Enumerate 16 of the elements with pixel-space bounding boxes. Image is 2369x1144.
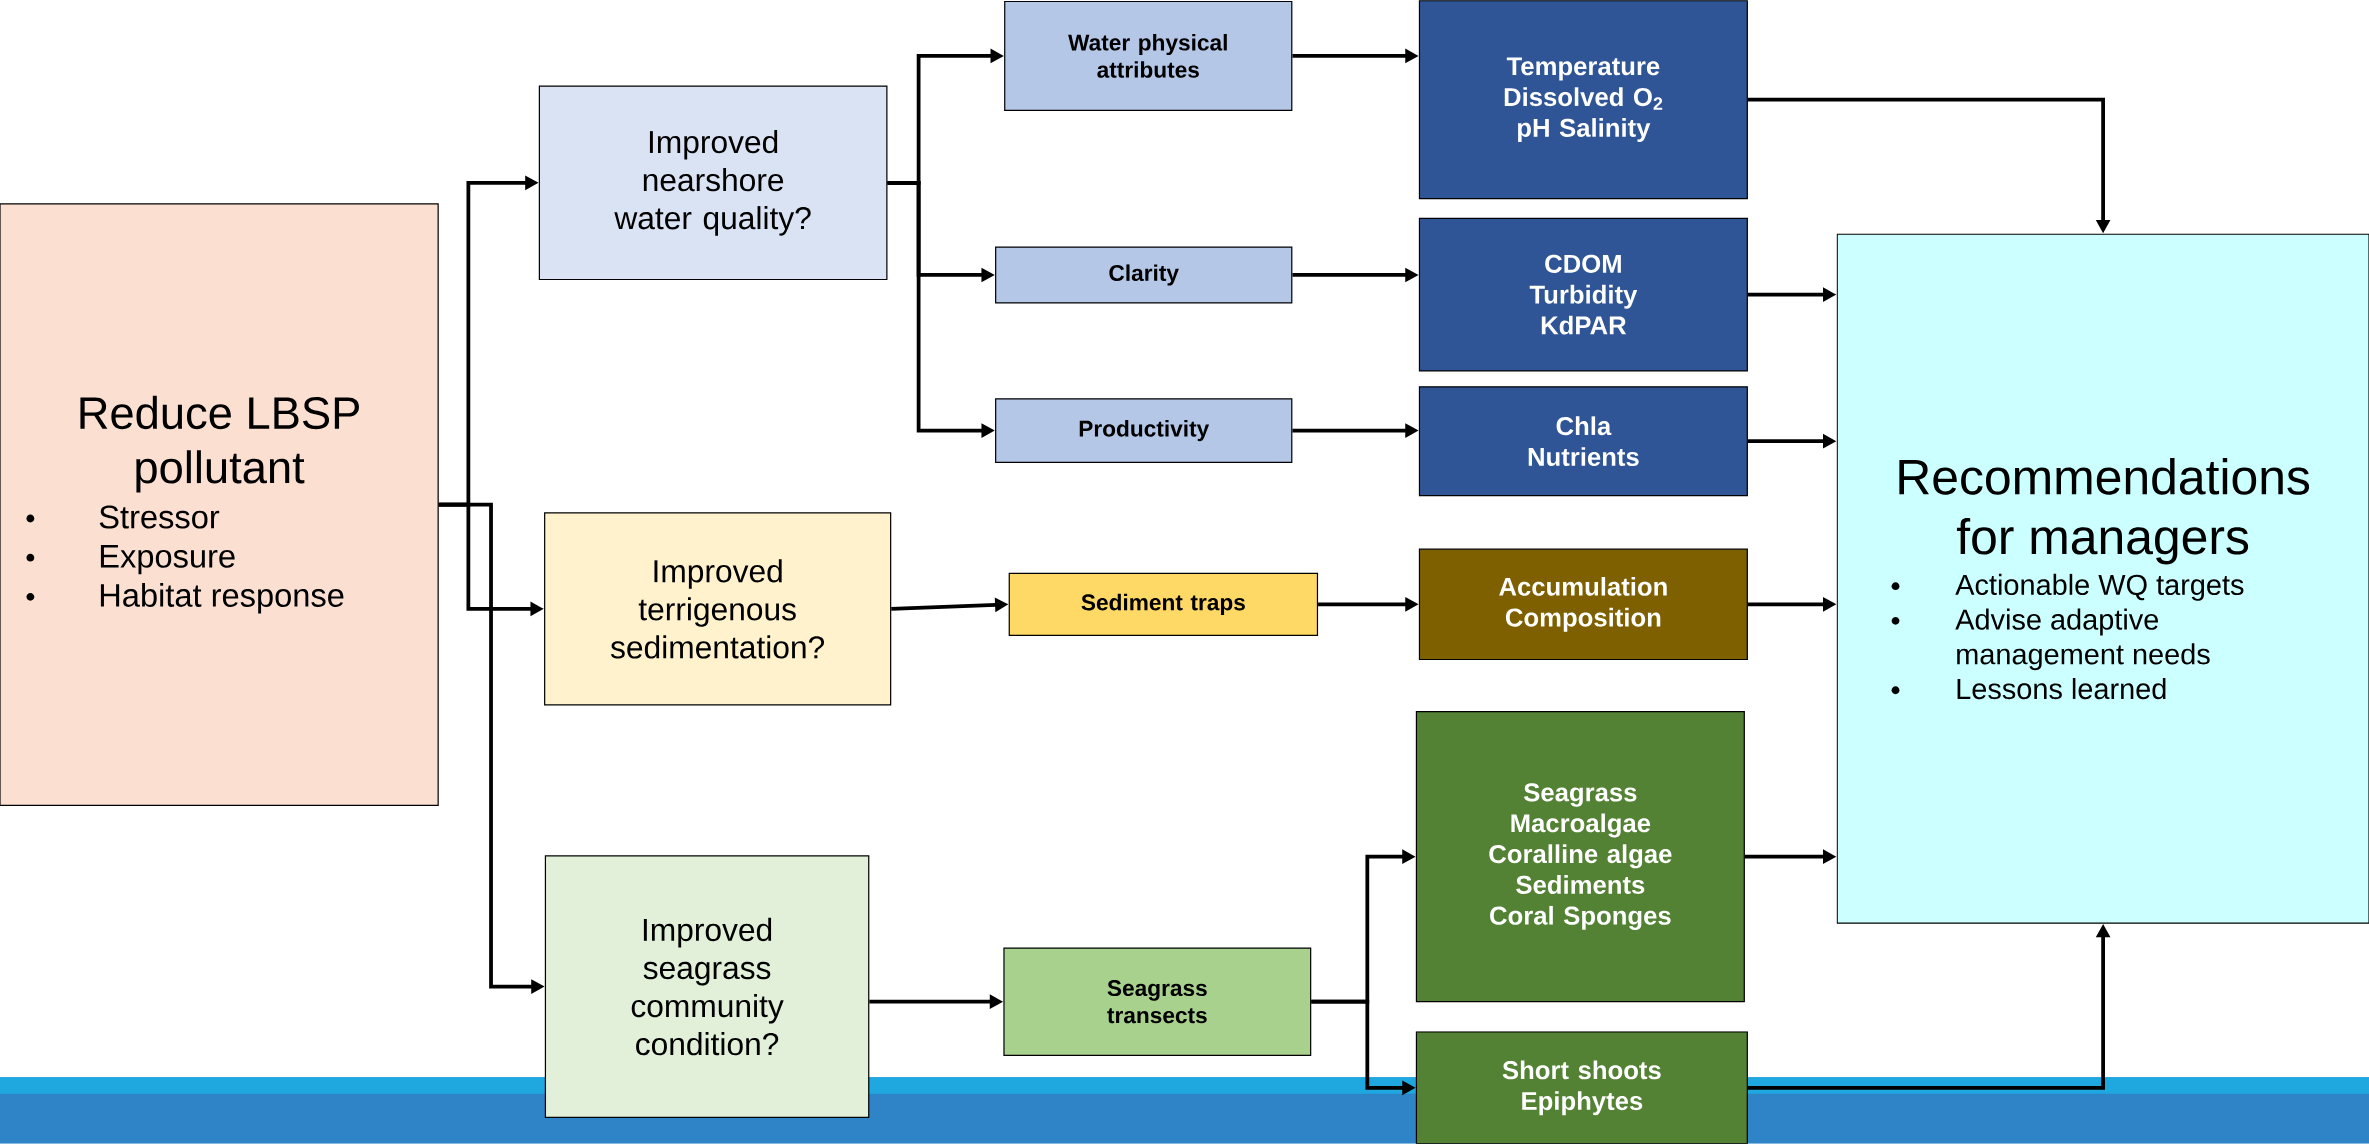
metric-box: Short shoots Epiphytes xyxy=(1415,1031,1748,1144)
outcome-box: Recommendations for managers Actionable WQ targets Advise adaptive management needs Lessons learned xyxy=(1836,233,2369,924)
goal-box: Reduce LBSP pollutant Stressor Exposure Habitat response xyxy=(0,203,439,807)
metric-box: Temperature Dissolved O$_{2}$ pH Salinity xyxy=(1418,0,1748,200)
method-box: Clarity xyxy=(995,246,1293,304)
method-box: Productivity xyxy=(995,398,1293,464)
method-box: Sediment traps xyxy=(1008,572,1319,637)
question-box: Improved terrigenous sedimentation? xyxy=(544,512,892,706)
method-box: Seagrass transects xyxy=(1003,947,1312,1057)
metric-box: Accumulation Composition xyxy=(1418,548,1748,661)
metric-box: Chla Nutrients xyxy=(1418,386,1748,497)
metric-box: Seagrass Macroalgae Coralline algae Sediments Coral Sponges xyxy=(1415,711,1745,1003)
method-box: Water physical attributes xyxy=(1004,1,1293,112)
metric-box: CDOM Turbidity KdPAR xyxy=(1418,217,1748,372)
question-box: Improved seagrass community condition? xyxy=(544,855,870,1119)
question-box: Improved nearshore water quality? xyxy=(538,85,888,281)
